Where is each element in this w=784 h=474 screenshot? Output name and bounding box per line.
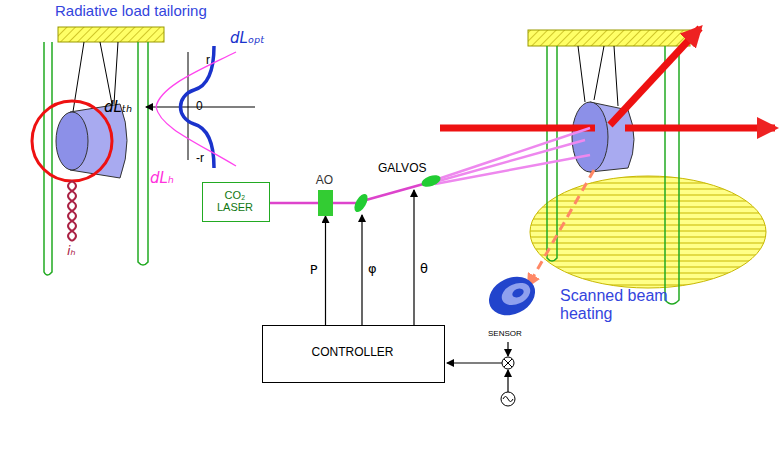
laser-box: CO₂ LASER	[202, 182, 270, 222]
control-arrows	[362, 190, 414, 325]
title: Radiative load tailoring	[55, 3, 207, 20]
controller-box: CONTROLLER	[262, 325, 445, 383]
box-label: CO₂ LASER	[209, 189, 261, 213]
axis-label: dLₜₕ	[104, 99, 132, 116]
sensor	[447, 270, 541, 406]
signal-name: P	[310, 263, 318, 277]
connector	[270, 202, 318, 205]
axis-label: r	[206, 54, 210, 67]
galvo-label: GALVOS	[378, 162, 426, 175]
left-suspension	[32, 27, 164, 275]
profile-plot	[146, 46, 255, 168]
axis-label: -r	[196, 152, 204, 165]
curve-label: dLₕ	[150, 170, 174, 187]
connector	[325, 216, 326, 325]
ao-modulator: AO	[318, 190, 333, 216]
current-label: iₕ	[67, 244, 76, 258]
box-label: CONTROLLER	[311, 346, 393, 359]
caption-label: Scanned beam heating	[560, 287, 670, 322]
sensor-label: SENSOR	[488, 330, 522, 339]
scan-beams	[333, 128, 590, 214]
curve-label: dLₒₚₜ	[230, 30, 265, 47]
axis-label: 0	[196, 100, 203, 113]
box-label: AO	[316, 174, 333, 187]
signal-name: θ	[420, 262, 428, 276]
signal-name: φ	[368, 262, 377, 276]
